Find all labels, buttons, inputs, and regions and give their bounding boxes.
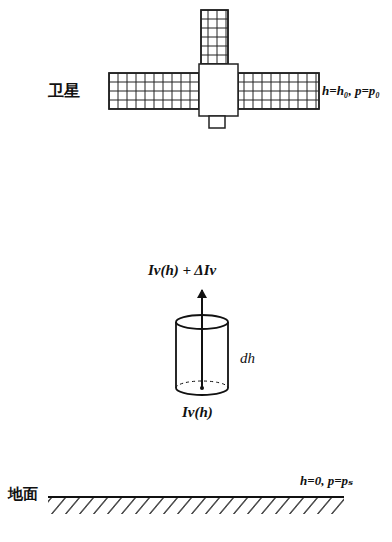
ground-label: 地面	[8, 486, 38, 503]
altitude-top-label: h=h₀, p=p₀	[322, 84, 380, 98]
solar-panel	[201, 10, 228, 64]
altitude-ground-label: h=0, p=pₛ	[300, 474, 353, 488]
thickness-label: dh	[240, 350, 255, 367]
radiance-out-label: Iν(h) + ΔIν	[148, 262, 216, 279]
satellite-body	[199, 64, 238, 116]
satellite-nozzle	[209, 116, 225, 128]
solar-panel	[109, 73, 199, 109]
arrow-origin	[200, 386, 204, 390]
ground-hatch	[48, 497, 344, 515]
satellite-label: 卫星	[48, 82, 80, 100]
satellite	[109, 10, 319, 128]
radiance-arrow	[201, 290, 203, 388]
radiance-in-label: Iν(h)	[182, 404, 213, 421]
ground-line	[48, 496, 344, 498]
solar-panel	[238, 73, 319, 109]
